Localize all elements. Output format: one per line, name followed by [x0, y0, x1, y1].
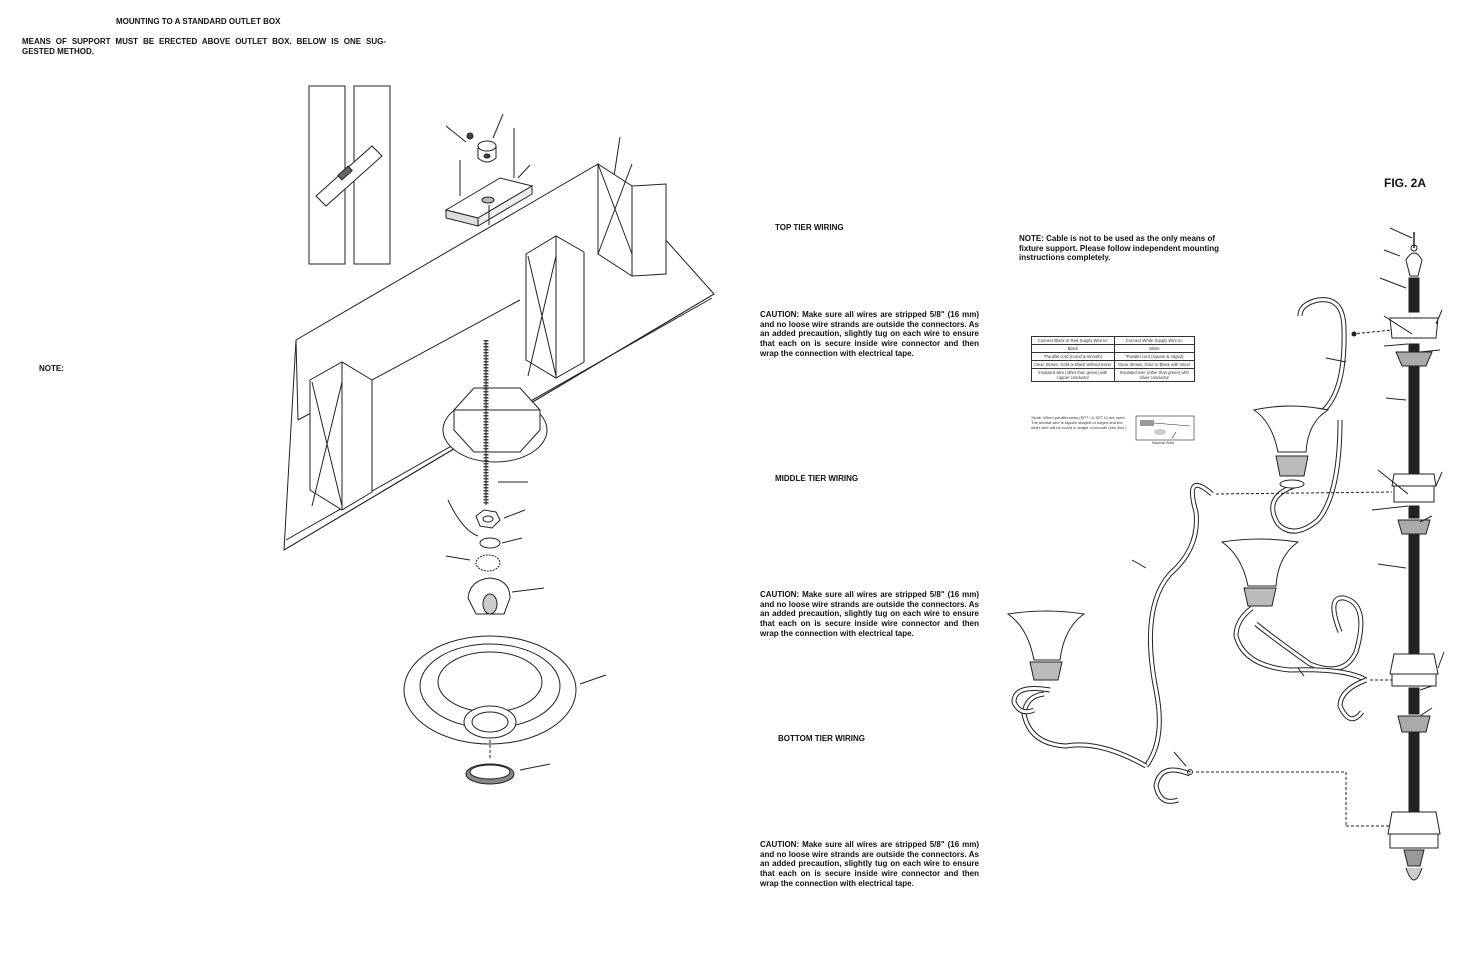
note-label: NOTE: — [39, 364, 64, 373]
table-cell: Insulated wire (other than green) with c… — [1031, 368, 1115, 382]
fig-label: FIG. 2A — [1384, 176, 1427, 190]
mounting-diagram — [283, 85, 715, 785]
wire-connection-table: Connect Black or Red Supply Wire to: Con… — [1031, 336, 1196, 382]
top-tier-caution: CAUTION: Make sure all wires are strippe… — [760, 310, 979, 358]
mounting-title: MOUNTING TO A STANDARD OUTLET BOX — [116, 17, 281, 26]
cable-note: NOTE: Cable is not to be used as the onl… — [1019, 234, 1220, 262]
table-cell: Insulated wire (other than green) with s… — [1113, 368, 1196, 382]
table-footnote: *Note: When parallel wires (SPT I & SPT … — [1031, 415, 1127, 430]
chandelier-diagram — [1006, 227, 1445, 881]
middle-tier-caution: CAUTION: Make sure all wires are strippe… — [760, 590, 979, 638]
bottom-tier-heading: BOTTOM TIER WIRING — [778, 734, 865, 743]
neutral-wire-label: Neutral Wire — [1152, 440, 1175, 445]
support-text: MEANS OF SUPPORT MUST BE ERECTED ABOVE O… — [22, 37, 386, 56]
top-tier-heading: TOP TIER WIRING — [775, 223, 844, 232]
middle-tier-heading: MIDDLE TIER WIRING — [775, 474, 859, 483]
bottom-tier-caution: CAUTION: Make sure all wires are strippe… — [760, 840, 979, 888]
